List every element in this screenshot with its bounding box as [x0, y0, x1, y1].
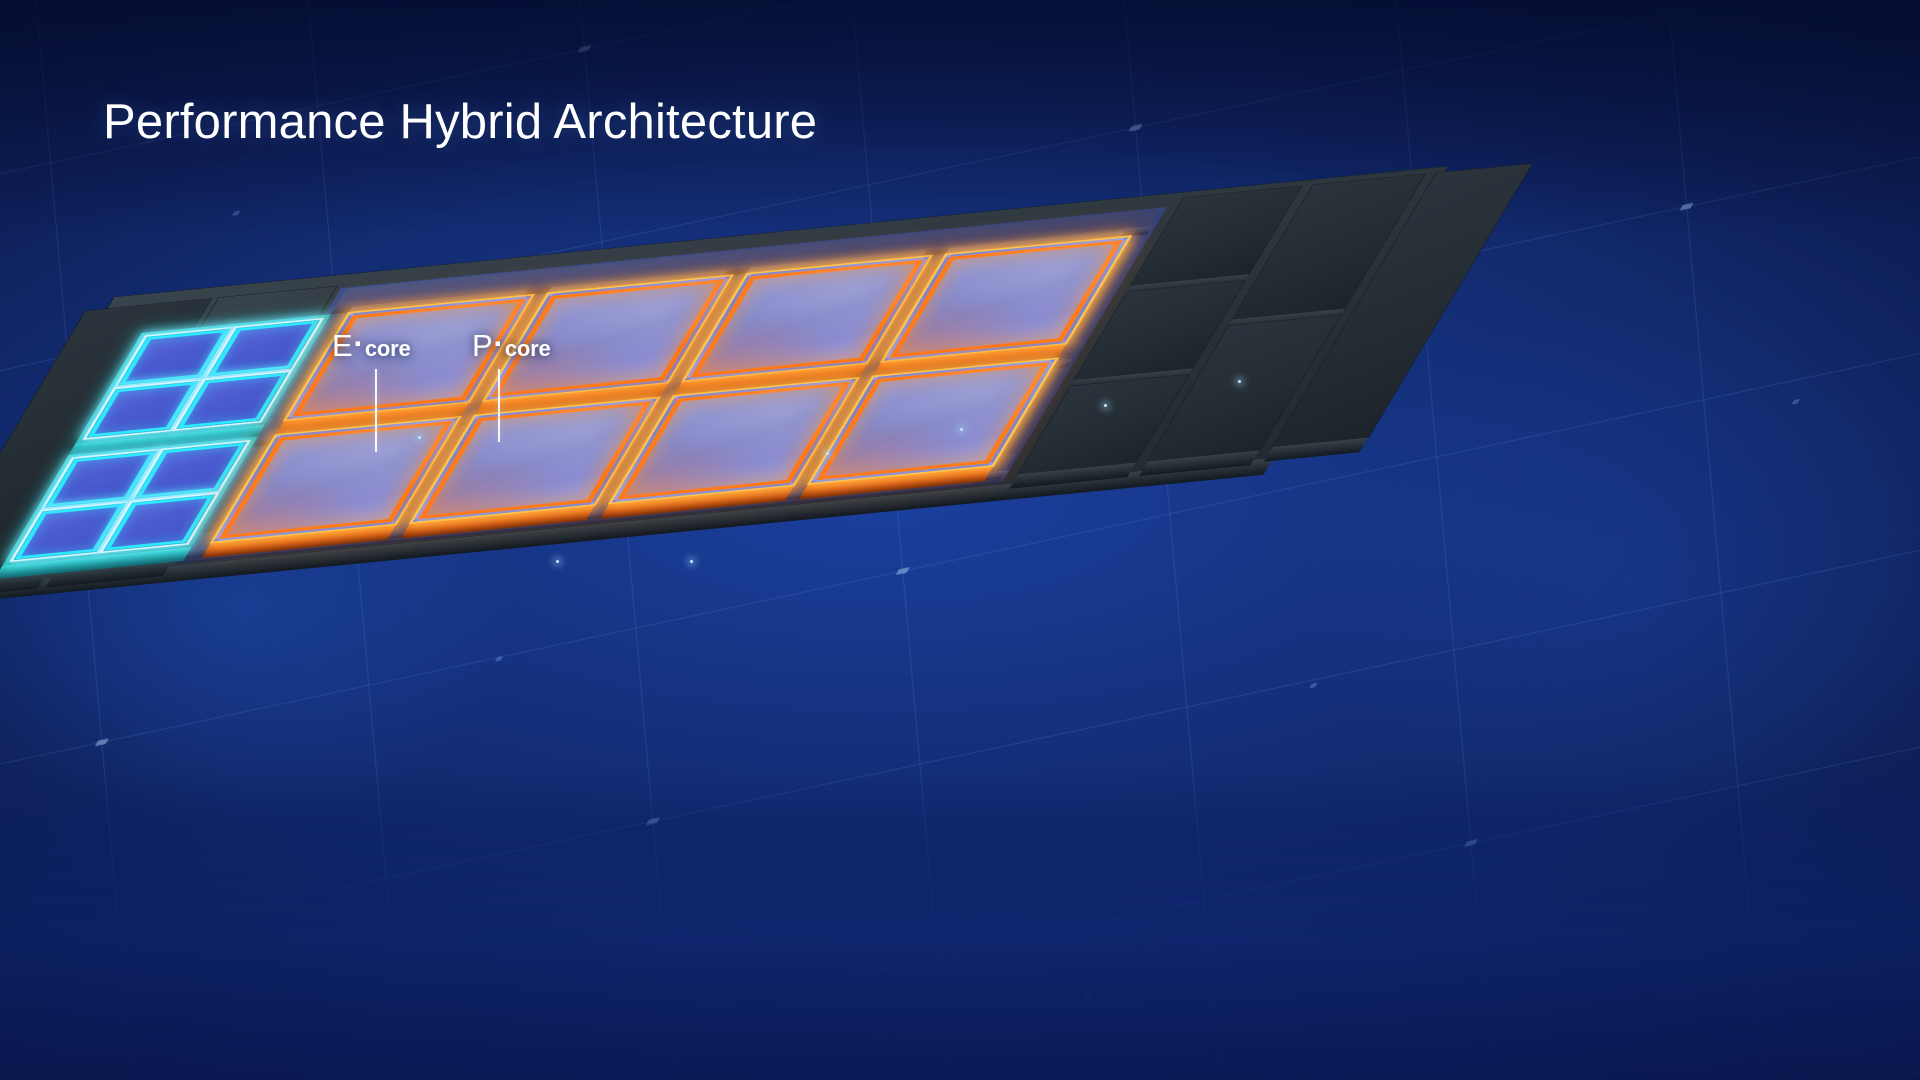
cpu-die-illustration [0, 163, 1533, 702]
edge-sparkle [960, 428, 963, 431]
edge-sparkle [826, 452, 829, 455]
edge-sparkle [556, 560, 559, 563]
label-e-core-suffix: core [364, 336, 411, 361]
edge-sparkle [1104, 404, 1107, 407]
edge-sparkle [1238, 380, 1241, 383]
edge-sparkle [418, 436, 421, 439]
label-p-core-suffix: core [504, 336, 551, 361]
page-title: Performance Hybrid Architecture [103, 95, 818, 149]
label-e-core-prefix: E [332, 328, 353, 363]
label-p-core: P·core [472, 326, 551, 364]
label-e-core: E·core [332, 326, 411, 364]
leader-line-e-core [375, 369, 377, 452]
label-e-core-separator: · [353, 326, 364, 361]
label-p-core-separator: · [493, 326, 504, 361]
leader-line-p-core [498, 369, 500, 442]
edge-sparkle [690, 560, 693, 563]
label-p-core-prefix: P [472, 328, 493, 363]
